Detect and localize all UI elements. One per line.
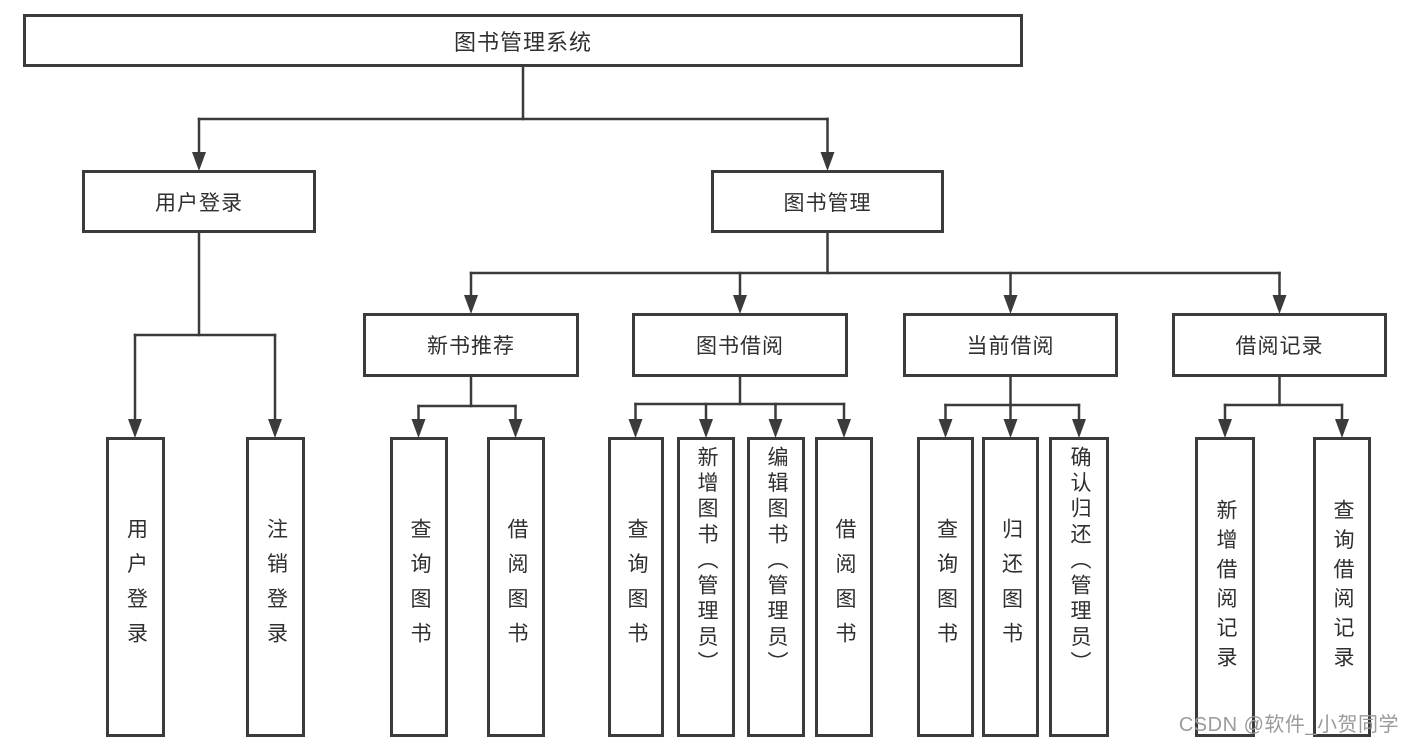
leaf-logout: 注销登录: [246, 437, 305, 737]
node-label: 图书借阅: [696, 335, 784, 358]
leaf-query-borrow-record: 查询借阅记录: [1313, 437, 1371, 737]
node-label: 图书管理系统: [453, 29, 592, 55]
node-book-borrowing: 图书借阅: [632, 313, 848, 377]
node-label: 查询借阅记录: [1331, 498, 1354, 676]
node-borrowing-records: 借阅记录: [1172, 313, 1387, 377]
node-label: 用户登录: [124, 517, 148, 657]
node-label: 借阅记录: [1235, 335, 1324, 358]
arrowhead-icons: [128, 152, 1349, 438]
node-label: 查询图书: [934, 517, 958, 657]
node-label: 查询图书: [625, 517, 648, 657]
node-label: 查询图书: [408, 517, 431, 657]
leaf-edit-books-admin: 编辑图书（管理员）: [747, 437, 805, 737]
leaf-user-login: 用户登录: [106, 437, 165, 737]
leaf-borrow-books-recommend: 借阅图书: [487, 437, 545, 737]
node-label: 借阅图书: [505, 517, 528, 657]
node-label: 当前借阅: [966, 335, 1055, 358]
node-label: 新增图书（管理员）: [695, 446, 718, 677]
leaf-query-books-current: 查询图书: [917, 437, 974, 737]
leaf-add-borrow-record: 新增借阅记录: [1195, 437, 1255, 737]
node-book-management: 图书管理: [711, 170, 944, 233]
node-label: 编辑图书（管理员）: [765, 446, 788, 677]
node-label: 借阅图书: [833, 517, 856, 657]
node-user-login: 用户登录: [82, 170, 316, 233]
node-new-book-recommend: 新书推荐: [363, 313, 579, 377]
leaf-query-books-recommend: 查询图书: [390, 437, 448, 737]
node-label: 新增借阅记录: [1214, 498, 1237, 676]
csdn-watermark: CSDN @软件_小贺同学: [1178, 714, 1399, 736]
leaf-return-books: 归还图书: [982, 437, 1039, 737]
node-library-management-system: 图书管理系统: [23, 14, 1023, 67]
node-label: 归还图书: [999, 517, 1023, 657]
leaf-add-books-admin: 新增图书（管理员）: [677, 437, 735, 737]
node-label: 确认归还（管理员）: [1068, 446, 1091, 677]
node-label: 用户登录: [155, 191, 243, 215]
node-label: 图书管理: [783, 191, 872, 215]
node-label: 注销登录: [264, 517, 288, 657]
leaf-borrow-books: 借阅图书: [815, 437, 873, 737]
leaf-confirm-return-admin: 确认归还（管理员）: [1049, 437, 1109, 737]
node-current-borrowing: 当前借阅: [903, 313, 1118, 377]
leaf-query-books-borrowing: 查询图书: [608, 437, 664, 737]
node-label: 新书推荐: [427, 335, 515, 358]
